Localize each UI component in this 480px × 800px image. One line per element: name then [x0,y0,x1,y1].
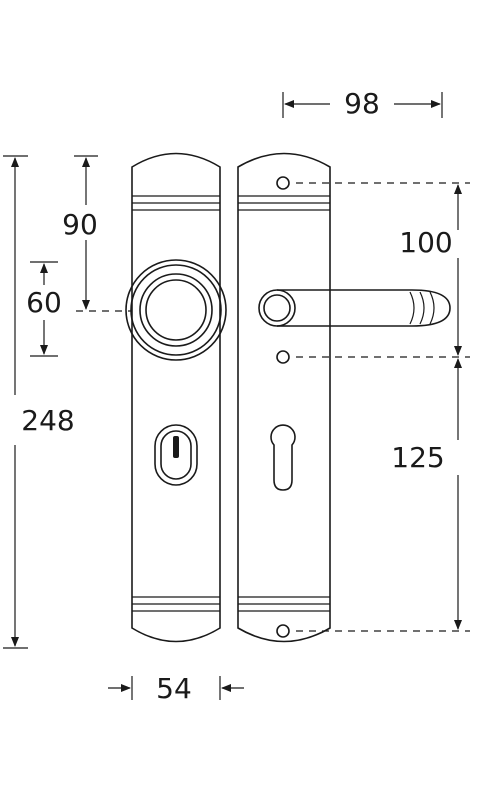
lower-screw-hole [276,624,290,638]
dim-90-label: 90 [62,208,98,241]
dimension-100: 100 [296,182,470,358]
cylinder-keyhole [270,424,296,491]
dim-54-label: 54 [156,672,192,705]
knob-rosette [125,259,227,361]
thumb-turn-escutcheon [154,424,198,486]
dimension-90: 90 [62,155,132,312]
dim-100-label: 100 [399,226,452,259]
lever-handle [258,289,451,327]
dimension-54: 54 [108,672,244,705]
dimension-248: 248 [3,155,75,649]
upper-screw-hole [276,176,290,190]
middle-screw-hole [276,350,290,364]
dim-60-label: 60 [26,286,62,319]
left-plate [131,152,221,643]
dim-125-label: 125 [391,441,444,474]
dim-248-label: 248 [21,404,74,437]
right-plate [237,152,331,643]
dim-98-label: 98 [344,87,380,120]
dimension-98: 98 [282,87,443,120]
dimension-125: 125 [296,358,470,632]
dimension-60: 60 [26,261,62,357]
